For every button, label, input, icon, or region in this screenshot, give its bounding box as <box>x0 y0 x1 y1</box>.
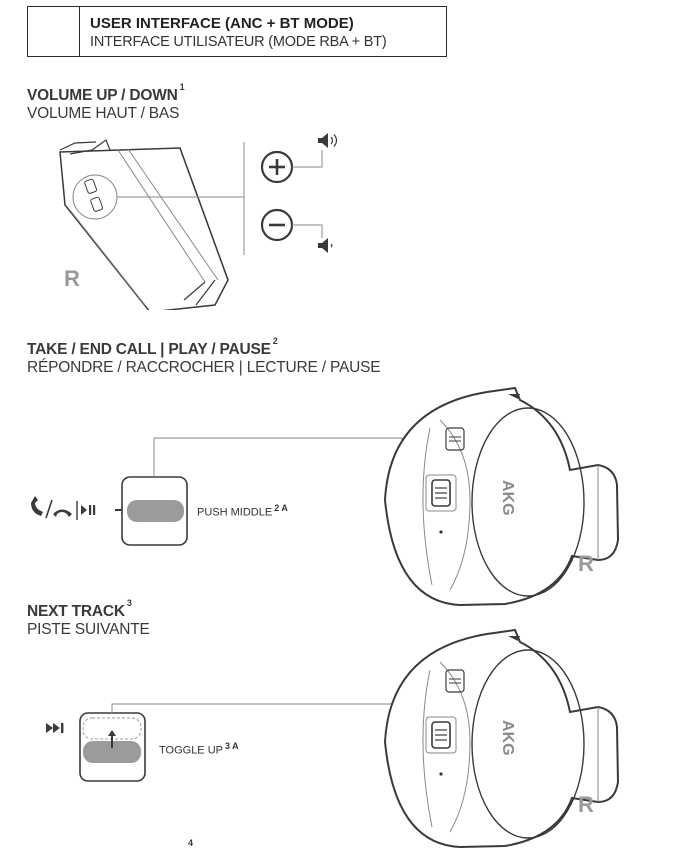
volume-title: VOLUME UP / DOWN1 <box>27 82 185 105</box>
next-track-icon <box>46 723 64 733</box>
header-square <box>28 7 80 56</box>
brand-logo-call: AKG <box>499 480 516 516</box>
header-title: USER INTERFACE (ANC + BT MODE) <box>90 15 354 32</box>
next-title: NEXT TRACK3 <box>27 598 132 621</box>
earcup-illustration <box>383 386 620 607</box>
earcup-illustration-next <box>383 628 620 849</box>
phone-answer-end-icon <box>31 496 72 519</box>
next-section-footnote: 4 <box>188 838 194 848</box>
header-subtitle: INTERFACE UTILISATEUR (MODE RBA + BT) <box>90 34 387 50</box>
call-title: TAKE / END CALL | PLAY / PAUSE2 <box>27 336 278 359</box>
toggle-up-footnote: 3 A <box>224 741 239 751</box>
volume-footnote: 1 <box>179 82 185 92</box>
next-illustration <box>46 628 620 849</box>
next-side-label: R <box>578 792 594 817</box>
section-header-box: USER INTERFACE (ANC + BT MODE) INTERFACE… <box>27 6 447 57</box>
call-footnote: 2 <box>272 336 278 346</box>
minus-circle-icon <box>260 208 294 242</box>
push-middle-footnote: 2 A <box>274 503 288 513</box>
call-illustration <box>31 386 620 607</box>
volume-down-icon <box>318 238 333 253</box>
next-footnote: 3 <box>126 598 132 608</box>
volume-up-icon <box>318 133 338 148</box>
play-pause-icon <box>81 505 96 515</box>
next-subtitle: PISTE SUIVANTE <box>27 621 150 638</box>
call-subtitle: RÉPONDRE / RACCROCHER | LECTURE / PAUSE <box>27 359 381 376</box>
headphone-side-view <box>59 139 229 310</box>
volume-illustration <box>59 133 338 310</box>
volume-side-label: R <box>64 266 80 291</box>
plus-circle-icon <box>260 150 294 184</box>
volume-subtitle: VOLUME HAUT / BAS <box>27 105 180 122</box>
call-side-label: R <box>578 551 594 576</box>
brand-logo-next: AKG <box>499 720 516 756</box>
